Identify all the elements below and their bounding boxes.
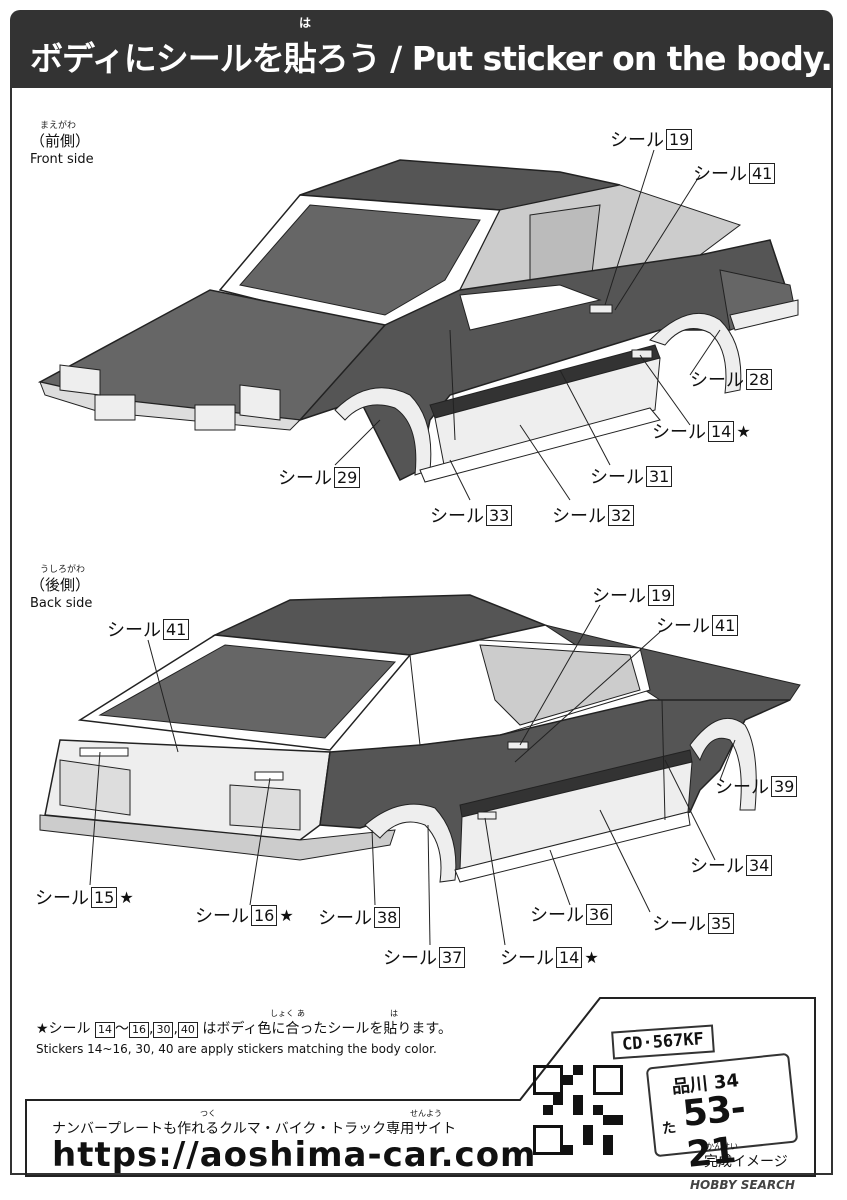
promo-ruby-senyou: せんよう	[410, 1109, 442, 1118]
header-bar: は ボディにシールを貼ろう / Put sticker on the body.	[10, 10, 833, 88]
back-title-en: Back side	[30, 596, 93, 611]
note-jp: ★シール 14～16,30,40 はボディ色に合ったシールを貼ります。	[36, 1021, 452, 1038]
promo-url-link[interactable]: https://aoshima-car.com	[52, 1135, 537, 1175]
front-furigana: まえがわ	[40, 121, 77, 131]
back-title-jp: （後側）	[30, 576, 91, 594]
page-title: ボディにシールを貼ろう / Put sticker on the body.	[30, 39, 833, 78]
note-ruby-a: あ	[297, 1009, 305, 1018]
plate-big-kana: た	[661, 1119, 677, 1138]
caption: 完成イメージ	[704, 1154, 788, 1170]
promo-ruby-tsuku: つく	[200, 1109, 216, 1118]
back-furigana: うしろがわ	[40, 565, 86, 575]
front-title-jp: （前側）	[30, 132, 91, 150]
content-frame	[10, 88, 833, 1175]
caption-ruby: かんせい	[706, 1142, 738, 1151]
note-ruby-ha: は	[390, 1009, 398, 1018]
note-en: Stickers 14~16, 30, 40 are apply sticker…	[36, 1042, 437, 1056]
promo-text: ナンバープレートも作れるクルマ・バイク・トラック専用サイト	[52, 1121, 457, 1137]
note-ruby-shoku: しょく	[270, 1009, 294, 1018]
qr-code[interactable]	[533, 1065, 623, 1155]
header-ruby: は	[299, 16, 312, 30]
front-title-en: Front side	[30, 152, 94, 167]
watermark: HOBBY SEARCH	[690, 1178, 795, 1192]
